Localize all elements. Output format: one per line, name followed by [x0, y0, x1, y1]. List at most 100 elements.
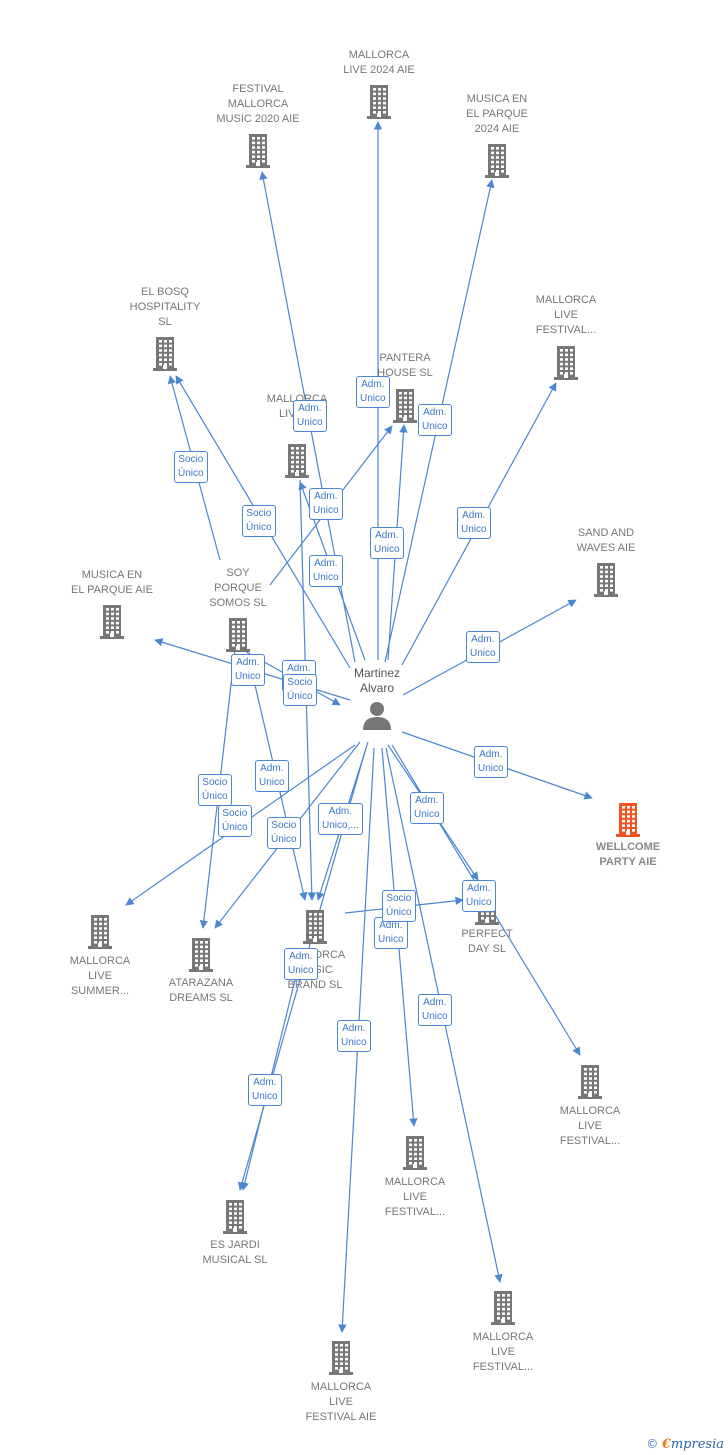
- edge-role-label-line: Unico: [313, 572, 339, 583]
- edge-role-label[interactable]: Adm.Unico: [370, 527, 404, 559]
- edge-role-label-line: Adm.: [423, 407, 447, 418]
- edge-role-label-line: Socio: [202, 777, 228, 788]
- building-icon: [303, 910, 327, 944]
- company-node-mallorca-live-summer[interactable]: [35, 914, 165, 950]
- company-node-wellcome-party[interactable]: [563, 802, 693, 838]
- company-node-mallorca-music-brand[interactable]: [250, 909, 380, 945]
- company-node-sand-and-waves[interactable]: [541, 562, 671, 598]
- edge-role-label[interactable]: Adm.Unico: [309, 488, 343, 520]
- company-name-line: MALLORCA: [472, 1331, 534, 1343]
- edge-role-label[interactable]: Adm.Unico: [356, 376, 390, 408]
- person-node[interactable]: Martinez Alvaro: [337, 666, 417, 730]
- edge-role-label[interactable]: Adm.Unico: [418, 994, 452, 1026]
- company-name-line: HOUSE SL: [377, 367, 433, 379]
- company-name-line: WAVES AIE: [576, 542, 636, 554]
- company-node-pantera-house[interactable]: [340, 388, 470, 424]
- brand-logo: €mpresia: [662, 1437, 724, 1452]
- edge-role-label-line: Unico: [341, 1037, 367, 1048]
- company-name-line: PARTY AIE: [599, 856, 657, 868]
- company-node-mallorca-live-festival-aie[interactable]: [276, 1340, 406, 1376]
- edge-role-label[interactable]: Adm.Unico: [309, 555, 343, 587]
- edge-role-label[interactable]: Adm.Unico: [231, 654, 265, 686]
- company-name-line: EL PARQUE AIE: [71, 584, 153, 596]
- company-label-pantera-house[interactable]: PANTERA HOUSE SL: [340, 351, 470, 381]
- edge-role-label-line: Unico: [422, 1011, 448, 1022]
- edge-role-label[interactable]: Adm.Unico: [466, 631, 500, 663]
- edge-role-label-line: Unico: [360, 393, 386, 404]
- edge-role-label[interactable]: Adm.Unico: [337, 1020, 371, 1052]
- company-name-line: BRAND SL: [287, 979, 343, 991]
- edge-role-label[interactable]: Adm.Unico: [284, 948, 318, 980]
- edge-role-label[interactable]: Adm.Unico: [410, 792, 444, 824]
- company-node-mallorca-live-mid[interactable]: [232, 443, 362, 479]
- company-node-mallorca-live-festival-right[interactable]: [525, 1064, 655, 1100]
- edge-role-label[interactable]: Adm.Unico,...: [318, 803, 363, 835]
- edge-role-label[interactable]: Adm.Unico: [457, 507, 491, 539]
- company-node-es-jardi-musical[interactable]: [170, 1199, 300, 1235]
- company-node-el-bosq-hospitality[interactable]: [100, 336, 230, 372]
- edge-role-label-line: Único: [271, 834, 297, 845]
- company-node-musica-en-el-parque-2024[interactable]: [432, 143, 562, 179]
- company-name-line: PORQUE: [214, 582, 262, 594]
- company-name: PANTERA HOUSE SL: [340, 351, 470, 381]
- edge-role-label-line: Único: [202, 791, 228, 802]
- company-name-line: LIVE: [329, 1396, 353, 1408]
- edge-role-label[interactable]: Adm.Unico: [474, 746, 508, 778]
- edge-line: [254, 684, 308, 901]
- edge-role-label[interactable]: Adm.Unico: [418, 404, 452, 436]
- company-name-line: MALLORCA: [559, 1105, 621, 1117]
- company-name-line: SUMMER...: [70, 985, 130, 997]
- edge-role-label-line: Adm.: [467, 883, 491, 894]
- edge-role-label[interactable]: Adm.Unico: [462, 880, 496, 912]
- company-node-mallorca-live-2024[interactable]: [314, 84, 444, 120]
- edge-role-label[interactable]: Adm.Unico: [255, 760, 289, 792]
- edge-role-label-line: Socio: [178, 454, 204, 465]
- company-name-line: PANTERA: [379, 352, 431, 364]
- footer-brand: © €mpresia: [646, 1436, 724, 1452]
- company-node-atarazana-dreams[interactable]: [136, 937, 266, 973]
- edge-role-label-line: Adm.: [479, 749, 503, 760]
- company-node-soy-porque-somos[interactable]: [173, 617, 303, 653]
- company-node-mallorca-live-festival-top[interactable]: [501, 345, 631, 381]
- edge-role-label[interactable]: Adm.Unico: [248, 1074, 282, 1106]
- edge-role-label[interactable]: Adm.Unico: [293, 400, 327, 432]
- edge-role-label-line: Único: [222, 822, 248, 833]
- company-node-mallorca-live-festival-bottom-mid[interactable]: [350, 1135, 480, 1171]
- company-node-festival-mallorca-music-2020[interactable]: [193, 133, 323, 169]
- company-name-line: MALLORCA: [310, 1381, 372, 1393]
- company-node-mallorca-live-festival-bottom-right[interactable]: [438, 1290, 568, 1326]
- building-icon: [226, 618, 250, 652]
- building-icon: [485, 144, 509, 178]
- company-node-musica-en-el-parque[interactable]: [47, 604, 177, 640]
- edge-role-label-line: Adm.: [462, 510, 486, 521]
- edge-role-label-line: Adm.: [379, 920, 403, 931]
